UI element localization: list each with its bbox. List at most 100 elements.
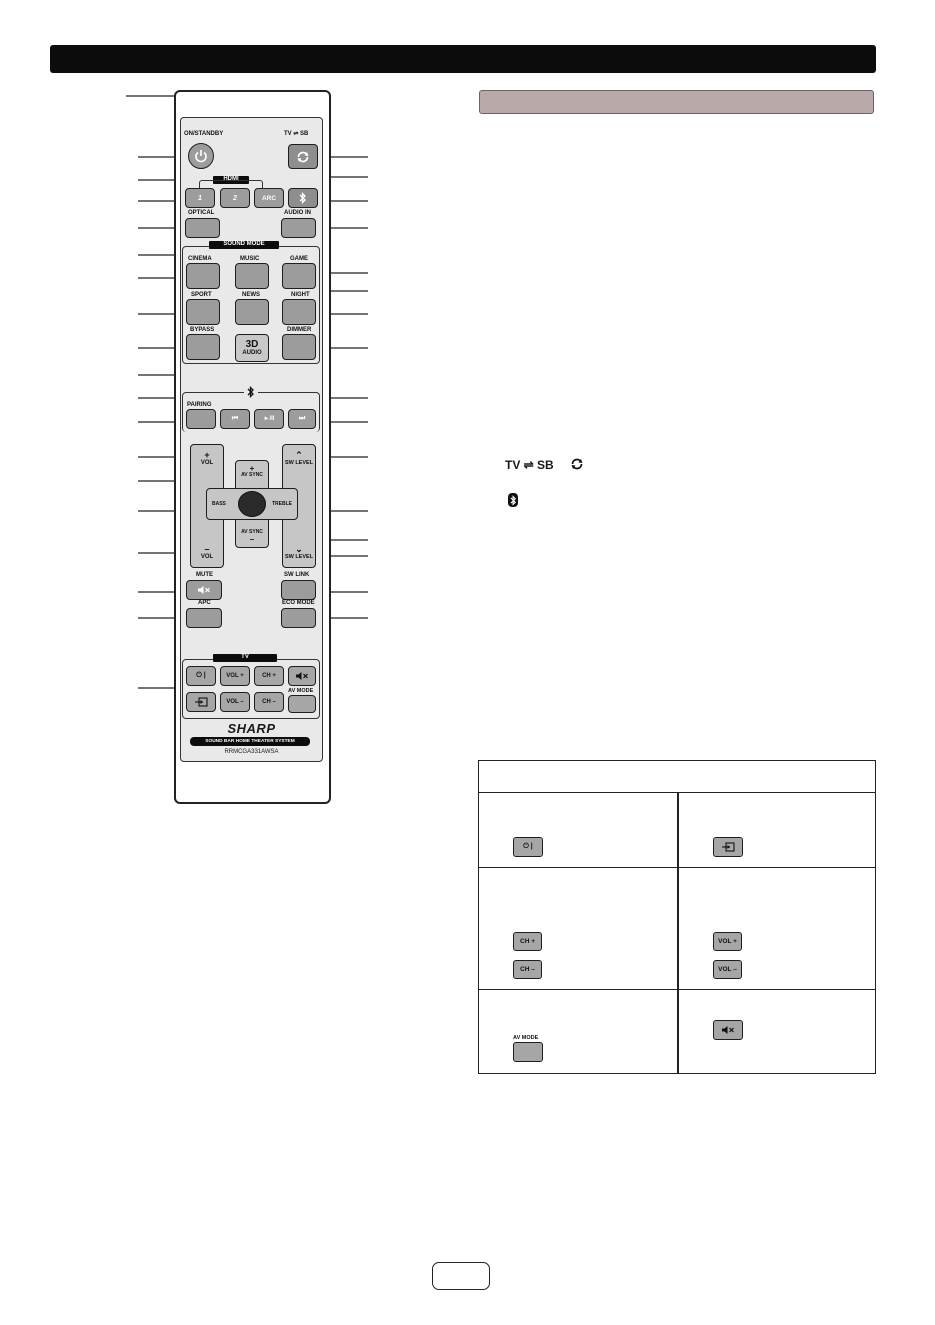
news-button[interactable] [235, 299, 269, 325]
tv-power-button[interactable]: ⏻ | [186, 666, 216, 686]
tv-ch-plus-button[interactable]: CH + [254, 666, 284, 686]
center-button[interactable] [238, 491, 266, 517]
bluetooth-symbol [508, 493, 518, 507]
tv-mute-button[interactable] [288, 666, 316, 686]
night-button[interactable] [282, 299, 316, 325]
dimmer-label: DIMMER [287, 327, 312, 333]
sw-link-label: SW LINK [284, 572, 310, 578]
tv-input-button[interactable] [186, 692, 216, 712]
sync-icon [571, 458, 583, 470]
av-sync-minus-label: – [249, 535, 255, 544]
av-sync-plus-label: + [249, 464, 255, 473]
eco-mode-button[interactable] [281, 608, 316, 628]
input-icon [722, 842, 735, 852]
sw-up-chevron-icon: ⌃ [295, 450, 303, 460]
input-icon [195, 697, 208, 707]
table-vol-minus-button: VOL – [713, 960, 742, 979]
apc-button[interactable] [186, 608, 222, 628]
music-button[interactable] [235, 263, 269, 289]
previous-button[interactable]: ⏮ [220, 409, 250, 429]
audio-in-button[interactable] [281, 218, 316, 238]
table-vol-plus-button: VOL + [713, 932, 742, 951]
eco-mode-label: ECO MODE [282, 600, 315, 606]
optical-label: OPTICAL [188, 210, 215, 216]
hdmi-bracket [199, 180, 263, 192]
arc-button[interactable]: ARC [254, 188, 284, 208]
treble-label: TREBLE [272, 501, 292, 507]
sw-level-down-label: SW LEVEL [284, 554, 314, 560]
optical-button[interactable] [185, 218, 220, 238]
tv-sb-button[interactable] [288, 144, 318, 169]
pairing-label: PAIRING [187, 402, 212, 408]
table-divider [677, 793, 679, 1073]
vol-down-label: VOL [200, 554, 214, 560]
brand-logo: SHARP [227, 721, 276, 736]
power-icon [195, 150, 207, 163]
sync-icon [297, 151, 309, 162]
music-label: MUSIC [240, 256, 260, 262]
table-power-button: ⏻ | [513, 837, 543, 857]
table-mute-button [713, 1020, 743, 1040]
audio-in-label: AUDIO IN [284, 210, 311, 216]
sound-mode-header: SOUND MODE [209, 241, 279, 249]
sw-down-chevron-icon: ⌄ [295, 544, 303, 554]
cinema-label: CINEMA [188, 256, 212, 262]
hdmi1-button[interactable]: 1 [185, 188, 215, 208]
mute-icon [296, 672, 308, 680]
bypass-button[interactable] [186, 334, 220, 360]
game-label: GAME [290, 256, 308, 262]
on-standby-button[interactable] [188, 143, 214, 169]
sport-button[interactable] [186, 299, 220, 325]
table-header [479, 761, 875, 793]
mute-icon [722, 1026, 734, 1034]
pairing-button[interactable] [186, 409, 216, 429]
hdmi2-button[interactable]: 2 [220, 188, 250, 208]
tv-sb-symbol: TV ⇌ SB [505, 458, 554, 472]
bluetooth-button[interactable] [288, 188, 318, 208]
tv-operation-table: ⏻ | CH + CH – VOL + VOL – AV MODE [478, 760, 876, 1074]
mute-icon [198, 586, 210, 594]
tv-header: TV [213, 654, 277, 662]
vol-up-label: VOL [200, 460, 214, 466]
vol-plus-label: + [204, 450, 210, 460]
next-button[interactable]: ⏭ [288, 409, 316, 429]
play-pause-button[interactable]: ►/II [254, 409, 284, 429]
cinema-button[interactable] [186, 263, 220, 289]
vol-minus-label: – [204, 544, 210, 554]
bluetooth-icon [509, 494, 516, 506]
night-label: NIGHT [291, 292, 310, 298]
mute-button[interactable] [186, 580, 222, 600]
bluetooth-header-icon [244, 386, 258, 400]
av-mode-label: AV MODE [288, 688, 314, 694]
bass-label: BASS [212, 501, 226, 507]
game-button[interactable] [282, 263, 316, 289]
tv-vol-minus-button[interactable]: VOL – [220, 692, 250, 712]
av-sync-up-label: AV SYNC [241, 472, 263, 478]
table-input-button [713, 837, 743, 857]
header-bar [50, 45, 876, 73]
tv-vol-plus-button[interactable]: VOL + [220, 666, 250, 686]
model-number: RRMCGA331AWSA [224, 749, 279, 755]
audio-label: AUDIO [242, 349, 262, 356]
mute-label: MUTE [196, 572, 213, 578]
sport-label: SPORT [191, 292, 212, 298]
tv-sb-label: TV ⇌ SB [284, 131, 309, 137]
bypass-label: BYPASS [190, 327, 215, 333]
tv-ch-minus-button[interactable]: CH – [254, 692, 284, 712]
dimmer-button[interactable] [282, 334, 316, 360]
page-number-box [432, 1262, 490, 1290]
table-ch-minus-button: CH – [513, 960, 542, 979]
apc-label: APC [198, 600, 211, 606]
section-heading-bar [479, 90, 874, 114]
table-av-mode-label: AV MODE [513, 1035, 539, 1041]
on-standby-label: ON/STANDBY [184, 131, 224, 137]
news-label: NEWS [242, 292, 260, 298]
bluetooth-icon [247, 386, 254, 398]
tagline: SOUND BAR HOME THEATER SYSTEM [190, 737, 310, 746]
3d-audio-button[interactable]: 3D AUDIO [235, 334, 269, 362]
sw-link-button[interactable] [281, 580, 316, 600]
bluetooth-icon [299, 192, 306, 204]
av-mode-button[interactable] [288, 695, 316, 713]
3d-label: 3D [245, 338, 259, 350]
